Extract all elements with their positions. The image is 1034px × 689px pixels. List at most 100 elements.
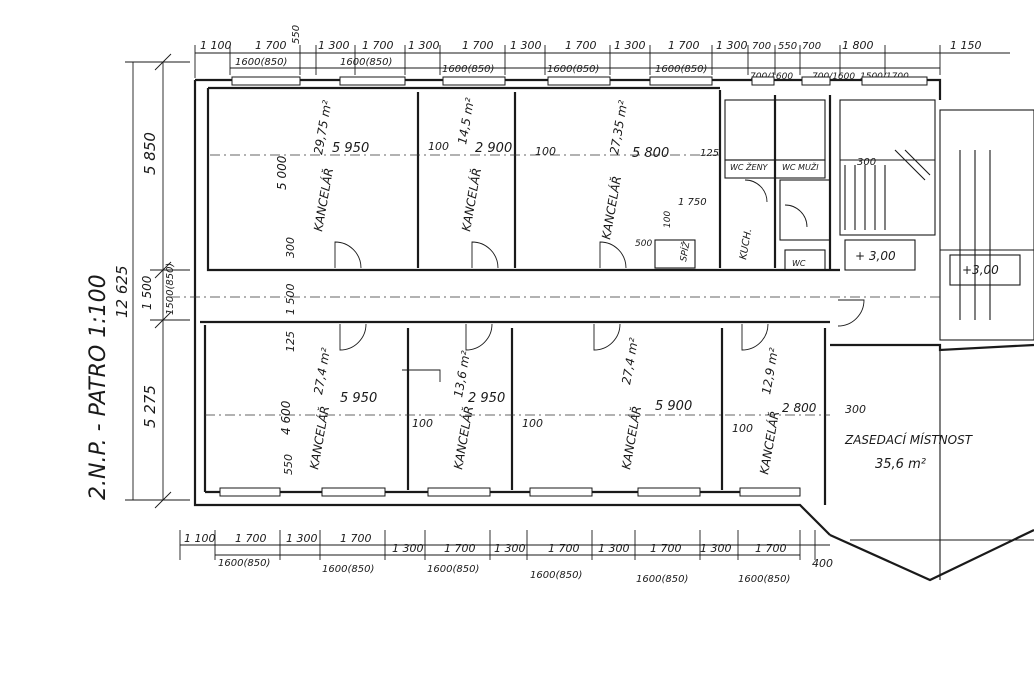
- room-name: KANCELÁŘ: [618, 405, 644, 471]
- staircase: [844, 149, 1034, 320]
- dim: 100: [522, 417, 543, 430]
- door-swing: [741, 323, 769, 351]
- room-name: KANCELÁŘ: [310, 167, 336, 233]
- bottom-dim-sub: 1600(850): [530, 570, 582, 581]
- window: [231, 76, 301, 86]
- door-swing: [334, 241, 362, 269]
- door-swing: [339, 323, 367, 351]
- dim-south-depth: 5 275: [141, 385, 159, 428]
- top-dim: 1 150: [950, 39, 982, 52]
- top-dim-sub: 1600(850): [547, 64, 599, 75]
- bottom-dim-sub: 1600(850): [636, 574, 688, 585]
- window: [739, 487, 801, 497]
- top-dim: 1 100: [200, 39, 232, 52]
- bottom-dim: 1 100: [184, 532, 216, 545]
- windows: [219, 76, 928, 497]
- room-area: 27,4 m²: [619, 337, 641, 386]
- bottom-dim: 1 300: [494, 542, 526, 555]
- room-name: KANCELÁŘ: [306, 405, 332, 471]
- dim-corridor-width: 1 500: [140, 275, 154, 310]
- bottom-dim: 1 700: [235, 532, 267, 545]
- window: [321, 487, 386, 497]
- bottom-dim: 1 700: [650, 542, 682, 555]
- walls: [193, 78, 1034, 582]
- dim: 100: [428, 140, 449, 153]
- room-name: KANCELÁŘ: [450, 405, 476, 471]
- room-width: 2 800: [782, 401, 817, 415]
- room-width: 2 950: [468, 391, 505, 406]
- door-swing: [784, 204, 808, 228]
- top-dim: 1 800: [842, 39, 874, 52]
- room-depth: 4 600: [279, 400, 293, 435]
- top-dim: 1 300: [716, 39, 748, 52]
- window: [547, 76, 611, 86]
- dim: 125: [284, 331, 297, 352]
- top-dimension-chain: 1 100 1 700 550 1 300 1 700 1 300 1 700 …: [194, 25, 1010, 82]
- top-dim: 1 300: [614, 39, 646, 52]
- dim: 300: [845, 403, 866, 416]
- meeting-room-area: 35,6 m²: [875, 457, 926, 472]
- window: [751, 76, 775, 86]
- top-dim-sub: 1600(850): [655, 64, 707, 75]
- wc-women-label: WC ŽENY: [730, 161, 769, 172]
- top-dim: 550: [291, 25, 302, 44]
- bottom-dim-sub: 1600(850): [322, 564, 374, 575]
- door-swing: [593, 323, 621, 351]
- window: [339, 76, 406, 86]
- top-dim: 1 700: [255, 39, 287, 52]
- dim-corridor-sub: 1500(850): [165, 263, 176, 315]
- bottom-dim: 1 300: [598, 542, 630, 555]
- top-dim: 1 300: [318, 39, 350, 52]
- axis-lines: [170, 154, 940, 416]
- level-label: +3,00: [962, 263, 999, 277]
- dim: 300: [284, 237, 297, 258]
- top-dim: 1 300: [408, 39, 440, 52]
- door-swing: [599, 241, 627, 269]
- wc-label: WC: [792, 259, 806, 268]
- room-area: 12,9 m²: [759, 347, 781, 396]
- storage-label: SPÍŽ: [677, 240, 692, 263]
- window: [649, 76, 713, 86]
- dim: 1 750: [678, 197, 707, 208]
- room-area: 14,5 m²: [455, 97, 477, 146]
- door-swing: [465, 323, 493, 351]
- top-dim: 1 700: [668, 39, 700, 52]
- top-dim: 550: [778, 41, 797, 52]
- interior-dims: 100 100 125 300 1 500 125 550 100 100 10…: [282, 140, 876, 475]
- window: [442, 76, 506, 86]
- room-width: 5 800: [632, 146, 669, 161]
- kitchen-label: KUCH.: [738, 228, 754, 261]
- top-dim: 1 700: [462, 39, 494, 52]
- floor-title: 2.N.P. - PATRO 1:100: [86, 274, 111, 500]
- top-dim-sub: 1600(850): [340, 57, 392, 68]
- dim: 100: [732, 422, 753, 435]
- level-label: + 3,00: [855, 249, 896, 263]
- door-swing: [471, 241, 499, 269]
- plan-title: 2.N.P. - PATRO 1:100: [86, 274, 111, 500]
- window: [427, 487, 491, 497]
- door-swing: [402, 369, 441, 382]
- dim: 125: [700, 148, 719, 159]
- room-width: 2 900: [475, 141, 512, 156]
- window: [637, 487, 701, 497]
- window: [861, 76, 928, 86]
- bottom-dim-sub: 1600(850): [218, 558, 270, 569]
- dim: 1 500: [284, 284, 297, 316]
- dim: 100: [663, 211, 673, 228]
- wc-men-label: WC MUŽI: [782, 161, 819, 172]
- top-dim: 1 700: [565, 39, 597, 52]
- bottom-dim: 1 700: [755, 542, 787, 555]
- room-labels: KANCELÁŘ 29,75 m² 5 950 5 000 KANCELÁŘ 1…: [275, 97, 999, 476]
- bottom-dimension-chain: 1 100 1 700 1 300 1 700 1 300 1 700 1 30…: [179, 530, 833, 585]
- room-name: KANCELÁŘ: [756, 410, 782, 476]
- top-dim: 700: [802, 41, 821, 52]
- room-area: 29,75 m²: [311, 99, 334, 155]
- dim-total-depth: 12 625: [113, 266, 131, 319]
- bottom-dim: 1 700: [340, 532, 372, 545]
- meeting-room-name: ZASEDACÍ MÍSTNOST: [844, 432, 974, 447]
- bottom-dim: 1 300: [700, 542, 732, 555]
- bottom-dim: 1 700: [548, 542, 580, 555]
- room-width: 5 950: [340, 391, 377, 406]
- left-dimension-chain: 5 850 12 625 1 500 1500(850) 5 275: [113, 53, 190, 509]
